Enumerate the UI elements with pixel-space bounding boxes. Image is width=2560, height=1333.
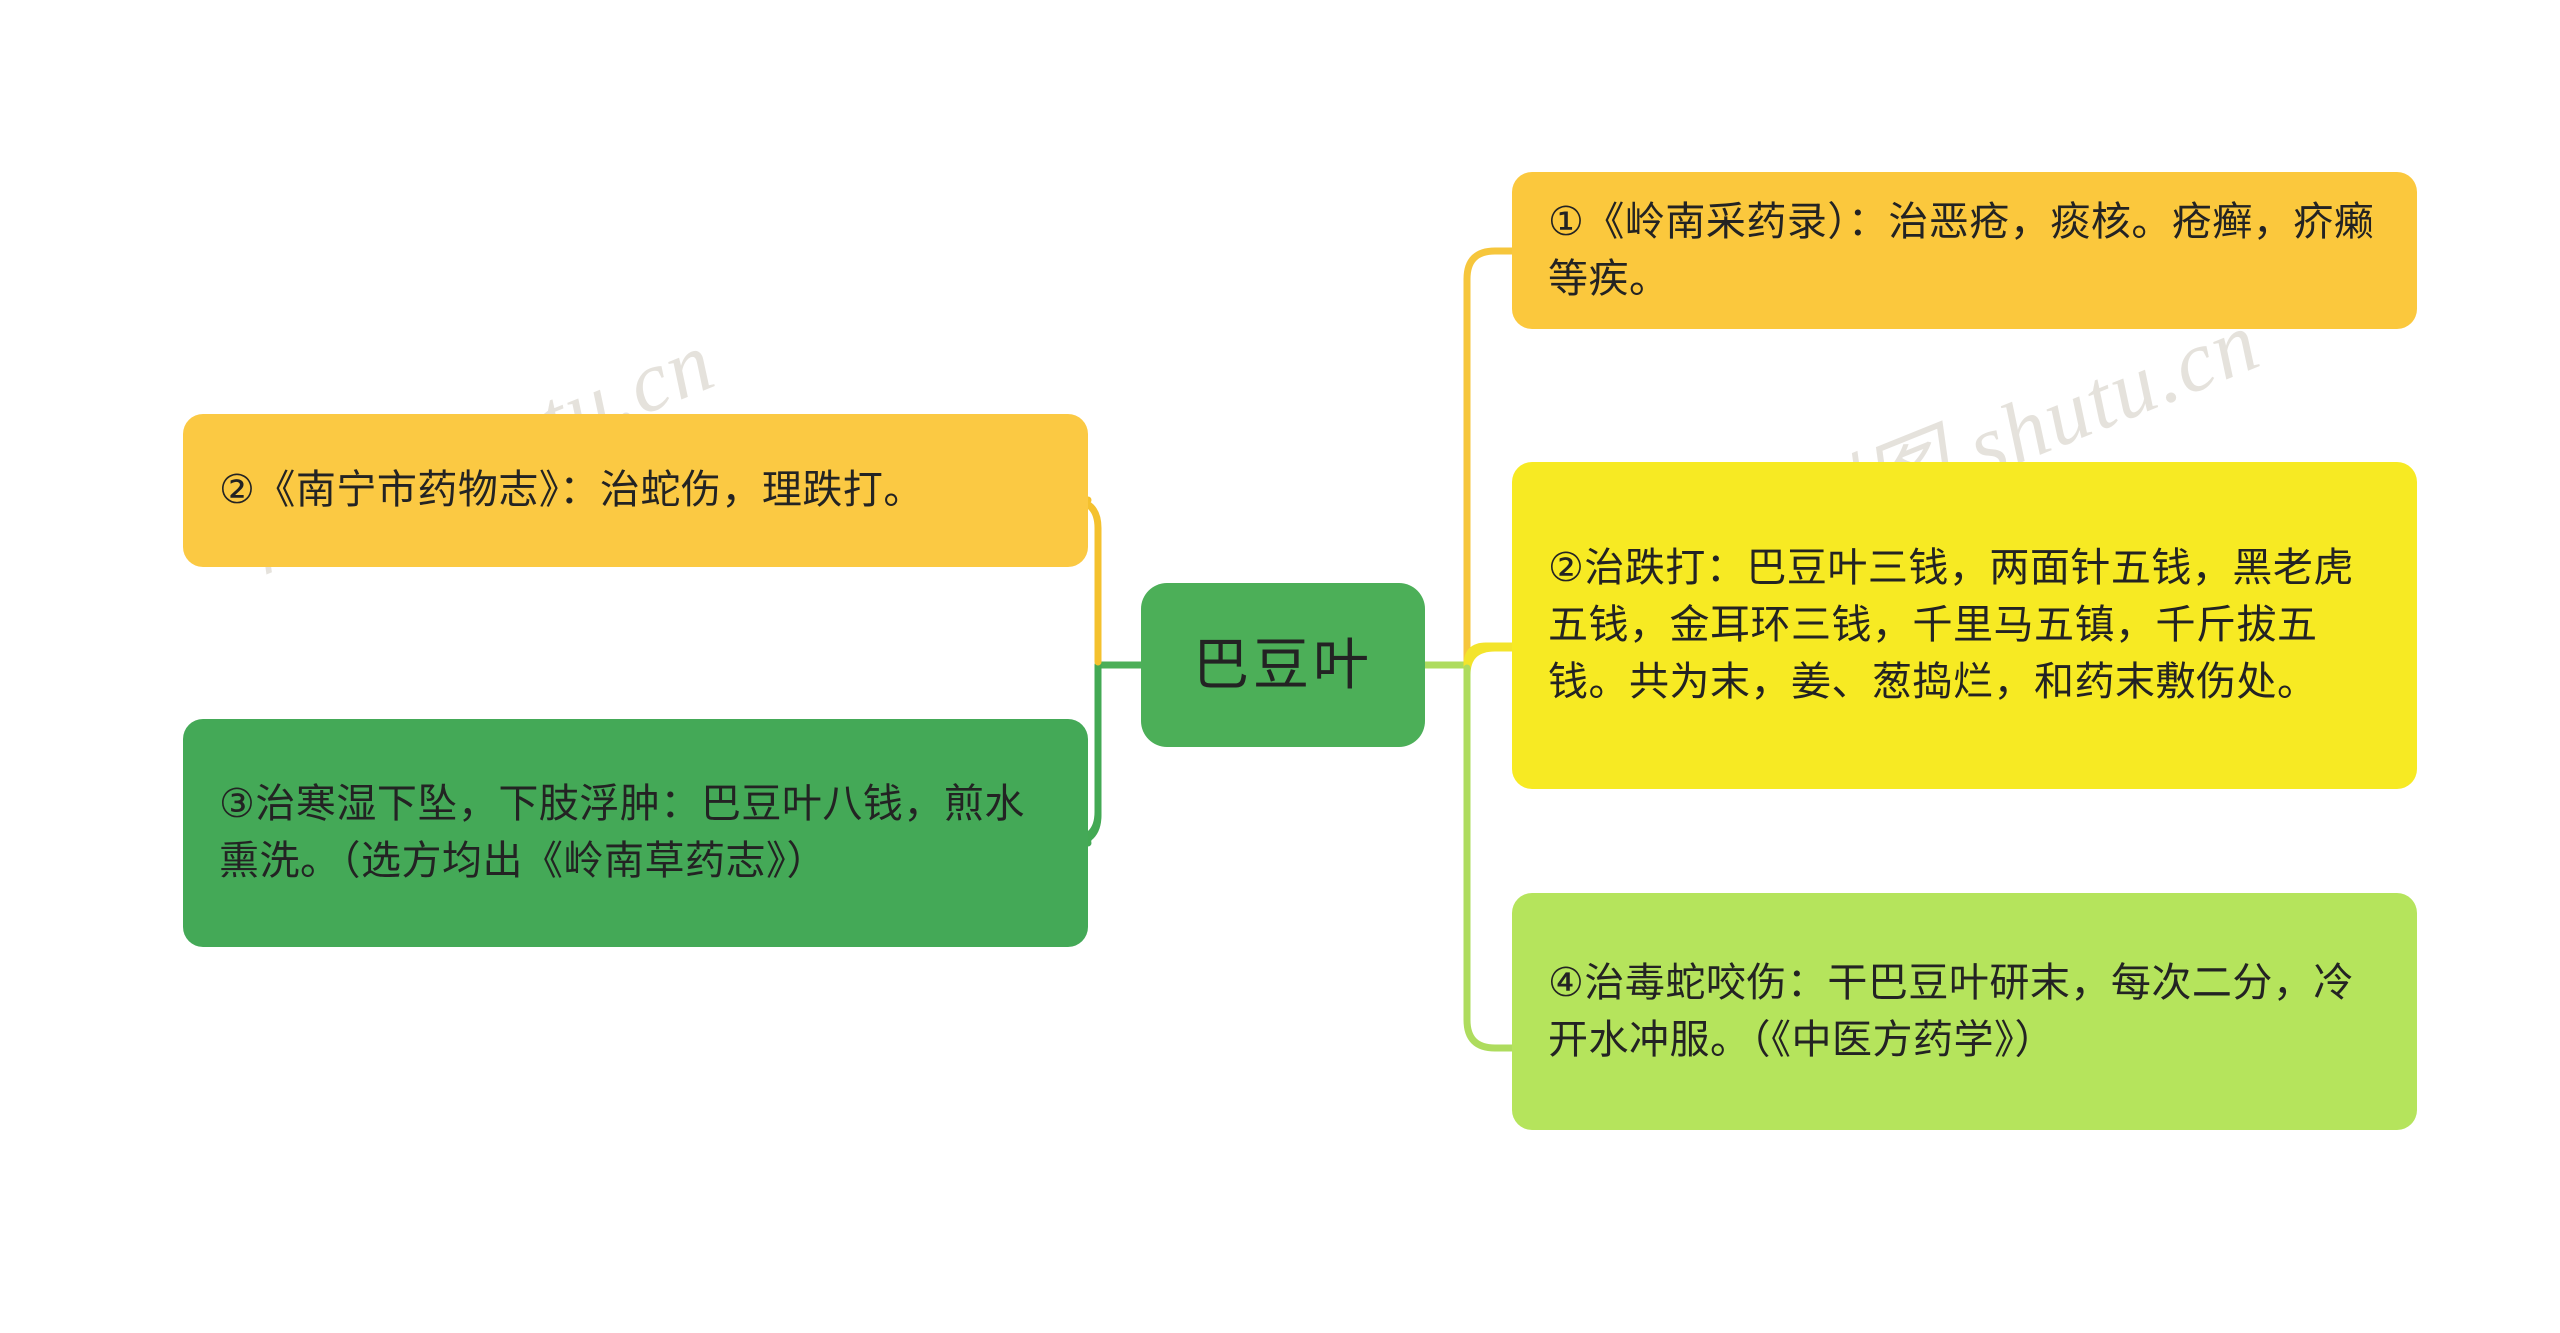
mindmap-node-right-2-label: ②治跌打：巴豆叶三钱，两面针五钱，黑老虎五钱，金耳环三钱，千里马五镇，千斤拔五钱… [1548,546,2354,704]
connector-right-branch-3 [1463,664,1520,1052]
connector-right-branch-2b [1463,642,1520,669]
mindmap-node-right-3[interactable]: ④治毒蛇咬伤：干巴豆叶研末，每次二分，冷开水冲服。（《中医方药学》） [1512,893,2417,1130]
mindmap-node-left-1[interactable]: ②《南宁市药物志》：治蛇伤，理跌打。 [183,414,1088,567]
connector-right-branch-2 [1463,644,1520,679]
mindmap-root-label: 巴豆叶 [1193,633,1373,697]
mindmap-root-node[interactable]: 巴豆叶 [1141,583,1425,747]
mindmap-node-right-2[interactable]: ②治跌打：巴豆叶三钱，两面针五钱，黑老虎五钱，金耳环三钱，千里马五镇，千斤拔五钱… [1512,462,2417,789]
mindmap-node-right-1-label: ①《岭南采药录）：治恶疮，痰核。疮癣，疥癞等疾。 [1548,199,2375,301]
mindmap-node-right-1[interactable]: ①《岭南采药录）：治恶疮，痰核。疮癣，疥癞等疾。 [1512,172,2417,329]
mindmap-node-left-2-label: ③治寒湿下坠，下肢浮肿：巴豆叶八钱，煎水熏洗。（选方均出《岭南草药志》） [219,782,1025,883]
mindmap-node-left-2[interactable]: ③治寒湿下坠，下肢浮肿：巴豆叶八钱，煎水熏洗。（选方均出《岭南草药志》） [183,719,1088,947]
mindmap-node-right-3-label: ④治毒蛇咬伤：干巴豆叶研末，每次二分，冷开水冲服。（《中医方药学》） [1548,960,2354,1062]
connector-right-branch-1 [1463,247,1520,666]
mindmap-node-left-1-label: ②《南宁市药物志》：治蛇伤，理跌打。 [219,468,924,513]
